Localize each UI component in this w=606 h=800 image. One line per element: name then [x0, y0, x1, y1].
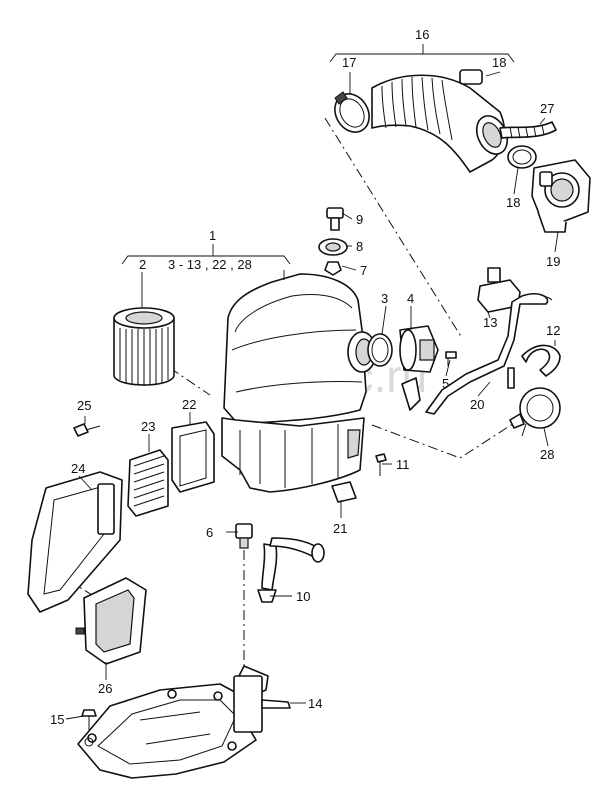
callout-19: 19: [546, 254, 560, 269]
callout-10: 10: [296, 589, 310, 604]
callout-20: 20: [470, 397, 484, 412]
callout-labels: 1 2 3 - 13 , 22 , 28 3 4 5 6 7 8 9 10 11…: [50, 27, 560, 727]
callout-3: 3: [381, 291, 388, 306]
callout-18-bottom: 18: [506, 195, 520, 210]
callout-14: 14: [308, 696, 322, 711]
callout-8: 8: [356, 239, 363, 254]
callout-24: 24: [71, 461, 85, 476]
callout-15: 15: [50, 712, 64, 727]
callout-28: 28: [540, 447, 554, 462]
callout-1: 1: [209, 228, 216, 243]
vacuum-lines: [401, 267, 561, 437]
callout-5: 5: [442, 376, 449, 391]
callout-7: 7: [360, 263, 367, 278]
callout-27: 27: [540, 101, 554, 116]
callout-21: 21: [333, 521, 347, 536]
callout-22: 22: [182, 397, 196, 412]
callout-12: 12: [546, 323, 560, 338]
bottom-bracket: [77, 665, 291, 779]
callout-1-sub-range: 3 - 13 , 22 , 28: [168, 257, 252, 272]
intake-hose-assembly: [334, 69, 591, 233]
group-brackets: [121, 44, 515, 265]
leader-lines: [65, 71, 559, 720]
callout-13: 13: [483, 315, 497, 330]
callout-18-top: 18: [492, 55, 506, 70]
callout-9: 9: [356, 212, 363, 227]
callout-25: 25: [77, 398, 91, 413]
resonator-parts: [27, 421, 215, 665]
callout-26: 26: [98, 681, 112, 696]
small-fittings: [318, 207, 457, 476]
callout-1-sub-2: 2: [139, 257, 146, 272]
callout-17: 17: [342, 55, 356, 70]
filter-element: [113, 307, 175, 386]
callout-4: 4: [407, 291, 414, 306]
callout-6: 6: [206, 525, 213, 540]
callout-16: 16: [415, 27, 429, 42]
callout-23: 23: [141, 419, 155, 434]
air-filter-housing: [221, 273, 377, 603]
callout-11: 11: [396, 457, 410, 472]
